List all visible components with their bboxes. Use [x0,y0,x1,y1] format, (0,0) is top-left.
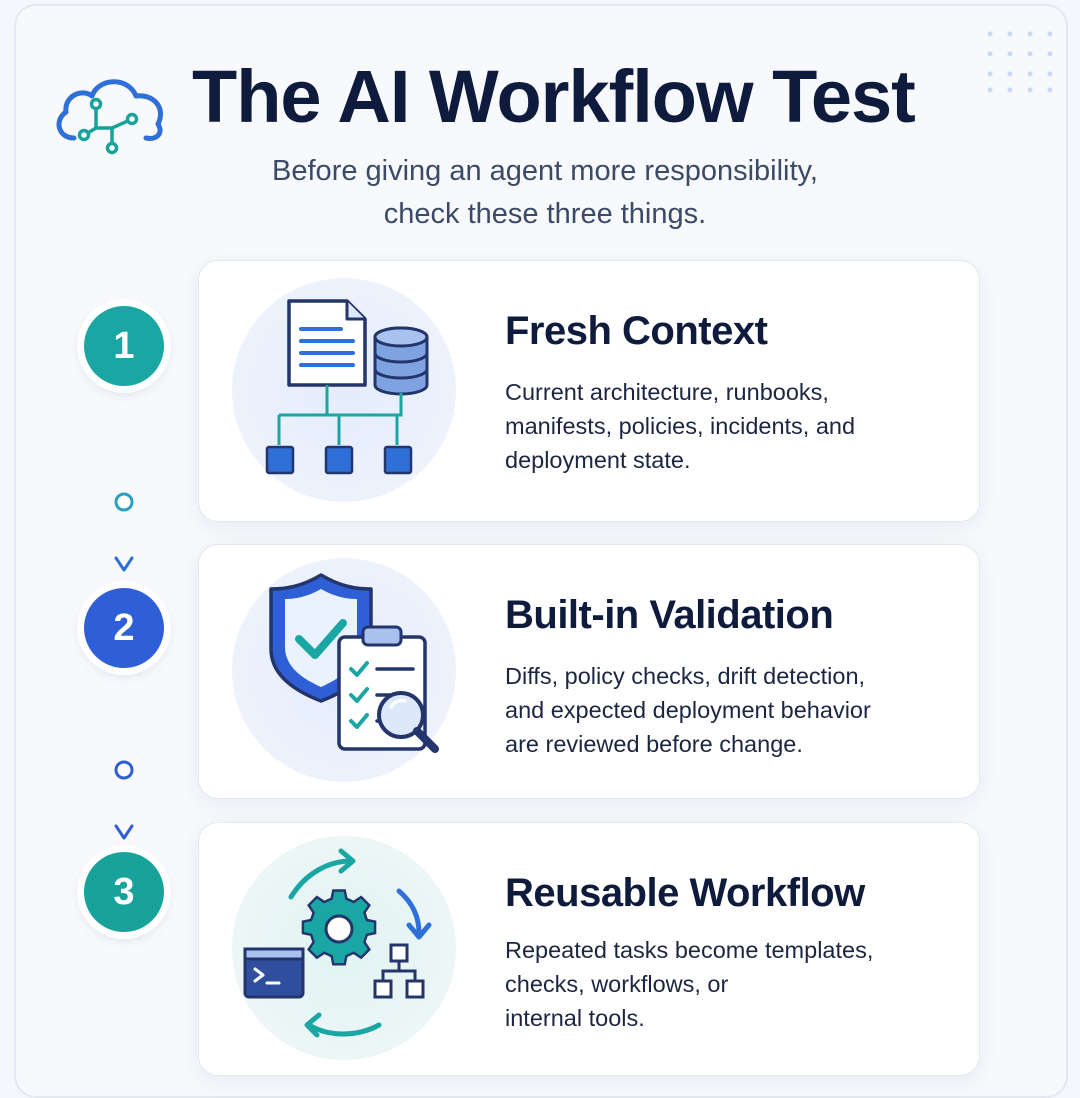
description-line: checks, workflows, or [505,971,729,997]
step-1-description: Current architecture, runbooks, manifest… [505,375,955,477]
step-3-title: Reusable Workflow [505,871,865,915]
description-line: internal tools. [505,1005,645,1031]
description-line: Current architecture, runbooks, [505,379,829,405]
description-line: deployment state. [505,447,691,473]
decorative-dot-grid [987,31,1053,93]
subtitle-line: check these three things. [383,198,707,230]
description-line: Diffs, policy checks, drift detection, [505,663,866,689]
connector-arrow [114,556,134,572]
connector-arrow [114,824,134,840]
page-subtitle: Before giving an agent more responsibili… [190,150,900,236]
shield-checklist-magnifier-icon [232,558,456,782]
description-line: Repeated tasks become templates, [505,937,874,963]
step-card-reusable-workflow: Reusable Workflow Repeated tasks become … [198,822,980,1076]
step-card-fresh-context: Fresh Context Current architecture, runb… [198,260,980,522]
page-title: The AI Workflow Test [192,55,916,138]
step-1-badge: 1 [84,306,164,386]
connector-node [114,492,134,512]
description-line: are reviewed before change. [505,731,803,757]
subtitle-line: Before giving an agent more responsibili… [272,155,818,187]
step-2-title: Built-in Validation [505,593,834,637]
terminal-gear-cycle-icon [232,836,456,1060]
step-3-badge: 3 [84,852,164,932]
step-connector-rail [114,390,134,840]
step-1-title: Fresh Context [505,309,768,353]
document-database-hierarchy-icon [232,278,456,502]
connector-node [114,760,134,780]
step-card-built-in-validation: Built-in Validation Diffs, policy checks… [198,544,980,799]
description-line: manifests, policies, incidents, and [505,413,856,439]
step-2-description: Diffs, policy checks, drift detection, a… [505,659,955,761]
step-3-description: Repeated tasks become templates, checks,… [505,933,955,1035]
step-2-badge: 2 [84,588,164,668]
description-line: and expected deployment behavior [505,697,871,723]
cloud-network-icon [56,79,163,155]
